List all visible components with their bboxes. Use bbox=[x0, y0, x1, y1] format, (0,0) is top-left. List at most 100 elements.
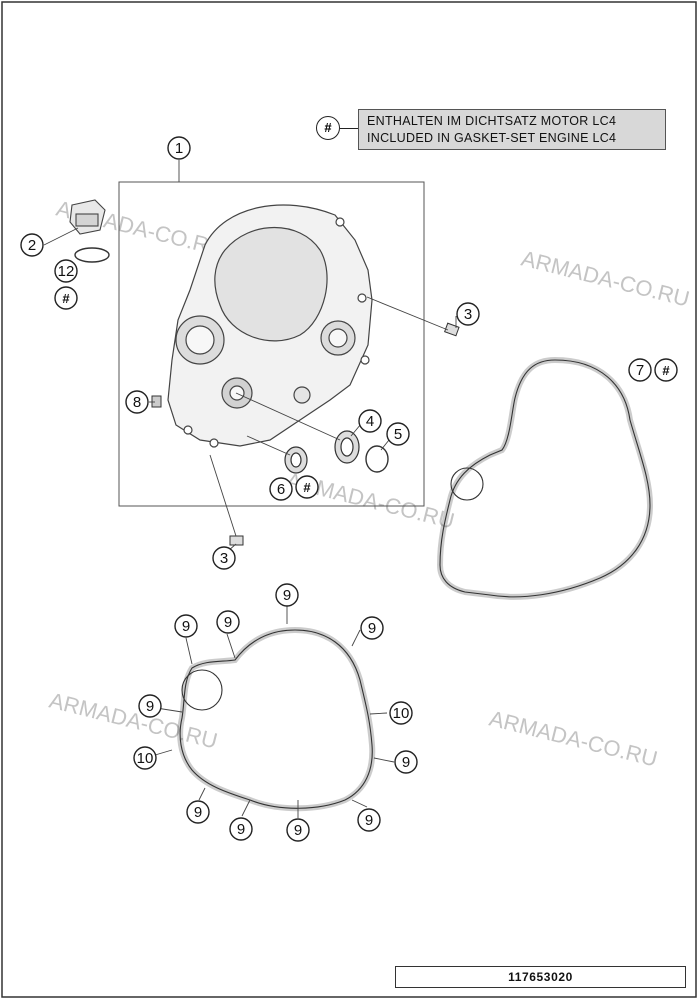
callout-circle bbox=[138, 694, 162, 718]
callout-circle bbox=[125, 390, 149, 414]
legend-line-german: ENTHALTEN IM DICHTSATZ MOTOR LC4 bbox=[367, 114, 617, 128]
callout-2: 2 bbox=[20, 233, 44, 257]
screw bbox=[444, 322, 460, 337]
assembly-frame bbox=[118, 181, 425, 507]
callout-label: 9 bbox=[182, 618, 190, 635]
clutch-cover bbox=[167, 204, 373, 448]
callout-9: 9 bbox=[360, 616, 384, 640]
callout-label: # bbox=[303, 480, 311, 495]
callout-circle bbox=[286, 818, 310, 842]
callout-label: 7 bbox=[636, 362, 644, 379]
callout-8: 8 bbox=[125, 390, 149, 414]
callout-10: 10 bbox=[133, 746, 157, 770]
callout-circle bbox=[456, 302, 480, 326]
callout-label: 9 bbox=[224, 614, 232, 631]
legend-line-english: INCLUDED IN GASKET-SET ENGINE LC4 bbox=[367, 131, 617, 145]
oil-filler-plug bbox=[69, 199, 106, 235]
callout-9: 9 bbox=[357, 808, 381, 832]
leader-lines bbox=[43, 160, 457, 552]
callout-9: 9 bbox=[138, 694, 162, 718]
callout-circle bbox=[358, 409, 382, 433]
callout-circle bbox=[186, 800, 210, 824]
callout-circle bbox=[216, 610, 240, 634]
callout-6: 6 bbox=[269, 477, 293, 501]
callout-label: 9 bbox=[237, 821, 245, 838]
callout-circle bbox=[386, 422, 410, 446]
callout-label: 5 bbox=[394, 426, 402, 443]
callout-9: 9 bbox=[275, 583, 299, 607]
callout-circle bbox=[212, 546, 236, 570]
callout-1: 1 bbox=[167, 136, 191, 160]
gasket-bottom bbox=[177, 626, 376, 812]
callout-label: 8 bbox=[133, 394, 141, 411]
gasket-right bbox=[436, 356, 654, 600]
callout-9: 9 bbox=[286, 818, 310, 842]
callout-circle bbox=[167, 136, 191, 160]
callout-label: 6 bbox=[277, 481, 285, 498]
callout-circle bbox=[275, 583, 299, 607]
callout-circle bbox=[628, 358, 652, 382]
callout-label: 9 bbox=[294, 822, 302, 839]
callout-12: 12 bbox=[54, 259, 78, 283]
callout-10: 10 bbox=[389, 701, 413, 725]
watermark: ARMADA-CO.RU bbox=[47, 688, 220, 754]
gasket-set-marker: # bbox=[54, 286, 78, 310]
callout-label: 12 bbox=[58, 263, 75, 280]
watermark: ARMADA-CO.RU bbox=[487, 706, 660, 772]
callout-circle bbox=[394, 750, 418, 774]
callout-circle bbox=[357, 808, 381, 832]
callout-circle bbox=[20, 233, 44, 257]
callout-circle bbox=[174, 614, 198, 638]
callout-circle bbox=[133, 746, 157, 770]
callout-label: # bbox=[662, 363, 670, 378]
callout-9: 9 bbox=[186, 800, 210, 824]
callout-label: 1 bbox=[175, 140, 183, 157]
callout-7: 7 bbox=[628, 358, 652, 382]
legend-connector bbox=[340, 128, 358, 130]
callout-9: 9 bbox=[229, 817, 253, 841]
small-seal-ring bbox=[284, 446, 308, 474]
callout-label: 9 bbox=[146, 698, 154, 715]
callout-circle bbox=[389, 701, 413, 725]
callout-9: 9 bbox=[216, 610, 240, 634]
callout-circle bbox=[269, 477, 293, 501]
legend-box: ENTHALTEN IM DICHTSATZ MOTOR LC4 INCLUDE… bbox=[358, 109, 666, 150]
callout-label: 3 bbox=[220, 550, 228, 567]
callout-label: 4 bbox=[366, 413, 374, 430]
circlip bbox=[365, 445, 389, 473]
callout-4: 4 bbox=[358, 409, 382, 433]
callout-label: 9 bbox=[402, 754, 410, 771]
callout-label: # bbox=[62, 291, 70, 306]
callout-label: 2 bbox=[28, 237, 36, 254]
screw bbox=[229, 535, 244, 546]
callout-label: 10 bbox=[393, 705, 410, 722]
callout-circle bbox=[54, 259, 78, 283]
callout-label: 9 bbox=[283, 587, 291, 604]
callout-label: 10 bbox=[137, 750, 154, 767]
callout-3: 3 bbox=[456, 302, 480, 326]
part-number-box: 117653020 bbox=[395, 966, 686, 988]
watermark: ARMADA-CO.RU bbox=[519, 246, 692, 312]
screw-plug bbox=[151, 395, 162, 408]
o-ring bbox=[74, 247, 110, 263]
callout-3: 3 bbox=[212, 546, 236, 570]
callout-circle bbox=[229, 817, 253, 841]
callout-circle bbox=[360, 616, 384, 640]
callout-circle bbox=[54, 286, 78, 310]
callout-label: 9 bbox=[368, 620, 376, 637]
gasket-set-marker: # bbox=[295, 475, 319, 499]
callout-circle bbox=[295, 475, 319, 499]
callout-5: 5 bbox=[386, 422, 410, 446]
gasket-set-symbol: # bbox=[316, 116, 340, 140]
callout-9: 9 bbox=[174, 614, 198, 638]
gasket-set-marker: # bbox=[654, 358, 678, 382]
callout-label: 3 bbox=[464, 306, 472, 323]
shaft-seal-ring bbox=[334, 430, 360, 464]
callout-9: 9 bbox=[394, 750, 418, 774]
callout-circle bbox=[654, 358, 678, 382]
callout-label: 9 bbox=[365, 812, 373, 829]
callout-label: 9 bbox=[194, 804, 202, 821]
